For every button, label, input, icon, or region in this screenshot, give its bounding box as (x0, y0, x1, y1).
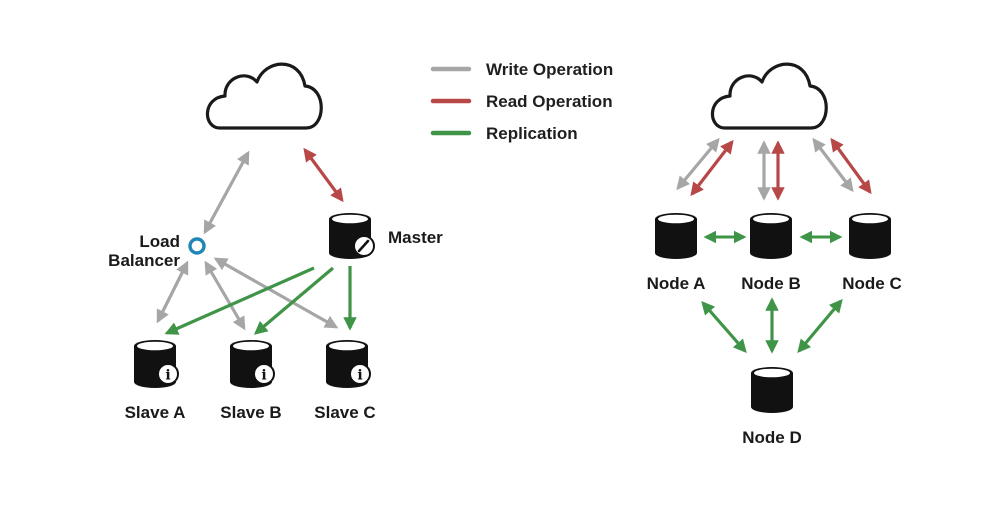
legend-label-read: Read Operation (486, 92, 613, 111)
legend-item-replication: Replication (430, 124, 578, 143)
info-icon: i (349, 363, 371, 385)
info-glyph: i (357, 368, 362, 384)
multi-master-diagram: Node A Node B Node C Node D (647, 62, 902, 447)
node-d-label: Node D (742, 428, 802, 447)
legend: Write Operation Read Operation Replicati… (430, 60, 613, 143)
info-icon: i (253, 363, 275, 385)
info-icon: i (157, 363, 179, 385)
node-a-label: Node A (647, 274, 706, 293)
info-glyph: i (261, 368, 266, 384)
node-b-label: Node B (741, 274, 801, 293)
read-arrow-cloud-node-a (690, 139, 734, 197)
node-b-database: Node B (741, 213, 801, 293)
node-c-database: Node C (842, 213, 902, 293)
database-icon (751, 367, 793, 413)
master-label: Master (388, 228, 443, 247)
slave-c-database: i Slave C (314, 340, 376, 422)
load-balancer-label-line2: Balancer (108, 251, 180, 270)
legend-label-replication: Replication (486, 124, 578, 143)
write-arrow-cloud-node-a (676, 137, 720, 191)
legend-label-write: Write Operation (486, 60, 613, 79)
database-icon (849, 213, 891, 259)
node-c-label: Node C (842, 274, 902, 293)
master-slave-diagram: Load Balancer Master i Slave A (108, 62, 443, 422)
slave-b-database: i Slave B (220, 340, 282, 422)
write-arrow-lb-slave-a (156, 260, 189, 324)
legend-item-write: Write Operation (430, 60, 613, 79)
replication-arrow-node-a-node-d (701, 300, 747, 354)
cloud-icon (710, 62, 828, 130)
replication-arrow-master-slave-a (164, 266, 315, 335)
database-icon (655, 213, 697, 259)
cloud-icon (205, 62, 323, 130)
load-balancer-node (188, 237, 206, 255)
slave-a-label: Slave A (125, 403, 186, 422)
replication-arrow-master-slave-b (253, 266, 335, 335)
write-arrow-cloud-loadbalancer (203, 150, 250, 235)
node-d-database: Node D (742, 367, 802, 447)
info-glyph: i (165, 368, 170, 384)
write-arrow-cloud-node-c (812, 137, 854, 193)
slave-b-label: Slave B (220, 403, 281, 422)
legend-item-read: Read Operation (430, 92, 613, 111)
replication-arrow-node-c-node-d (797, 298, 843, 354)
load-balancer-label-line1: Load (139, 232, 180, 251)
pencil-icon (353, 235, 375, 257)
slave-a-database: i Slave A (125, 340, 186, 422)
write-arrow-lb-slave-c (213, 257, 339, 329)
master-database: Master (329, 213, 443, 259)
slave-c-label: Slave C (314, 403, 375, 422)
read-arrow-cloud-node-c (830, 137, 872, 195)
node-a-database: Node A (647, 213, 706, 293)
read-arrow-cloud-master (303, 147, 344, 203)
database-icon (750, 213, 792, 259)
